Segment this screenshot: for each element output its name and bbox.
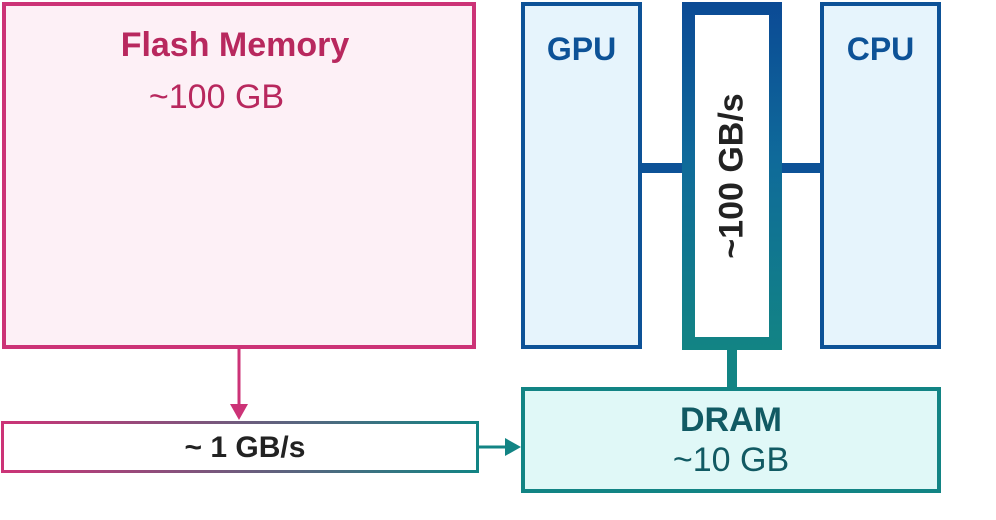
link-right-arrowhead [505, 438, 521, 456]
dram-title: DRAM [680, 401, 782, 439]
bus-dram-connector [727, 350, 737, 388]
flash-link-bandwidth: ~ 1 GB/s [184, 431, 306, 464]
flash-down-arrowhead [230, 404, 248, 420]
memory-bus-inner: ~100 GB/s [695, 15, 769, 337]
gpu-label: GPU [546, 31, 617, 67]
flash-memory-size: ~100 GB [148, 78, 285, 116]
cpu-block: CPU [820, 2, 941, 349]
dram-block: DRAM ~10 GB [521, 387, 941, 493]
flash-memory-block: Flash Memory ~100 GB [2, 2, 476, 349]
gpu-bus-connector [642, 163, 682, 173]
flash-dram-link: ~ 1 GB/s [1, 421, 479, 473]
dram-size: ~10 GB [672, 441, 790, 479]
gpu-block: GPU [521, 2, 642, 349]
flash-memory-title: Flash Memory [120, 26, 350, 64]
memory-bus-block: ~100 GB/s [682, 2, 782, 350]
cpu-bus-connector [782, 163, 820, 173]
cpu-label: CPU [846, 31, 915, 67]
